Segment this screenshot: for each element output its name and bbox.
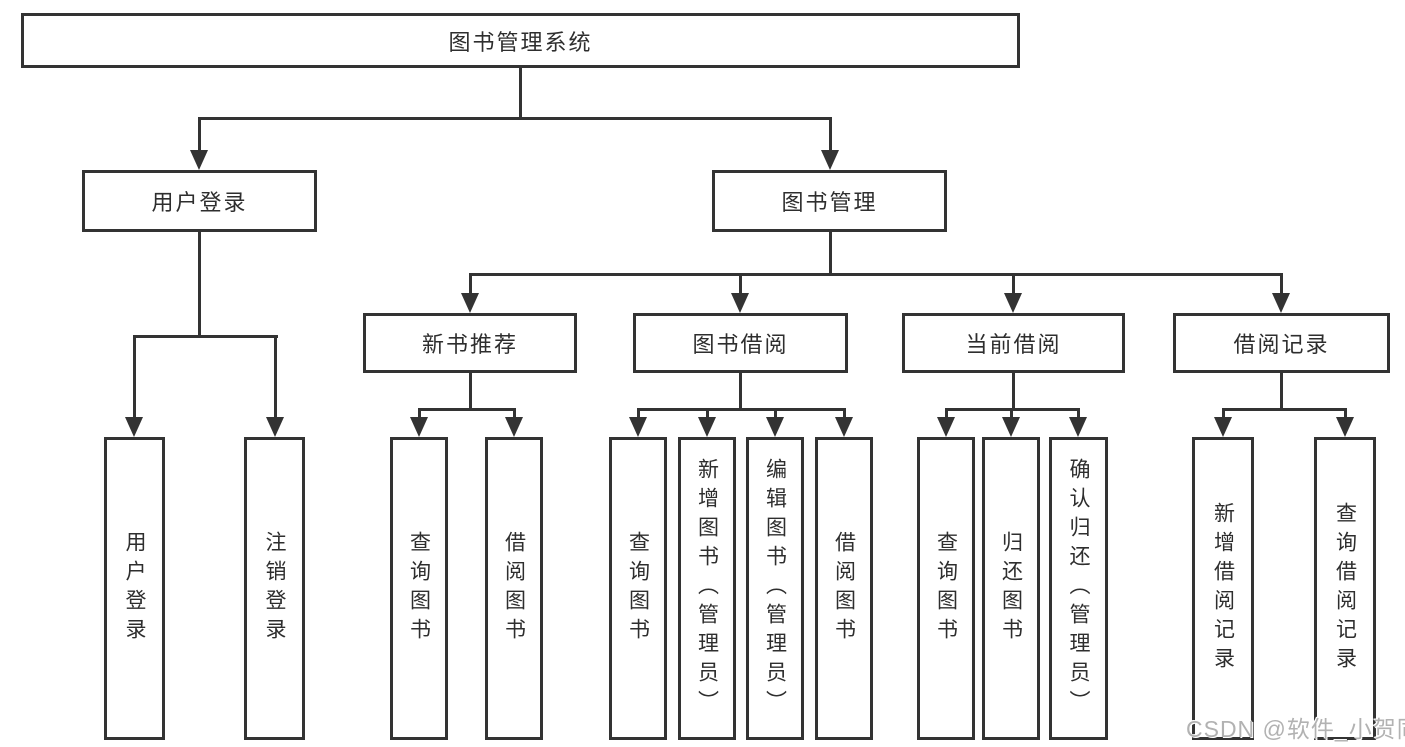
leaf-add-borrow-record: 新增借阅记录 [1192, 437, 1254, 740]
arrowhead-icon [1069, 417, 1087, 437]
arrowhead-icon [1214, 417, 1232, 437]
connector-line [1344, 408, 1347, 417]
connector-line [519, 68, 522, 117]
node-label: 当前借阅 [965, 332, 1062, 357]
csdn-watermark: CSDN @软件_小贺同学 [1186, 716, 1405, 742]
node-label: 查询图书 [934, 530, 958, 647]
node-label: 借阅图书 [832, 530, 856, 647]
connector-line [469, 373, 472, 408]
connector-line [637, 408, 845, 411]
leaf-logout: 注销登录 [244, 437, 305, 740]
leaf-add-book-admin: 新增图书（管理员） [678, 437, 736, 740]
node-label: 借阅记录 [1233, 332, 1330, 357]
connector-line [469, 273, 1282, 276]
node-borrowing-records: 借阅记录 [1173, 313, 1390, 373]
arrowhead-icon [821, 150, 839, 170]
connector-line [418, 408, 515, 411]
leaf-query-books-recommend: 查询图书 [390, 437, 448, 740]
node-label: 归还图书 [999, 530, 1023, 647]
arrowhead-icon [190, 150, 208, 170]
connector-line [829, 117, 832, 150]
connector-line [1280, 373, 1283, 408]
node-label: 查询借阅记录 [1333, 501, 1357, 676]
node-new-book-recommend: 新书推荐 [363, 313, 577, 373]
node-label: 图书管理系统 [448, 29, 593, 55]
leaf-user-login: 用户登录 [104, 437, 165, 740]
arrowhead-icon [125, 417, 143, 437]
arrowhead-icon [1336, 417, 1354, 437]
node-book-management: 图书管理 [712, 170, 947, 232]
connector-line [1222, 408, 1346, 411]
node-label: 编辑图书（管理员） [763, 458, 787, 719]
connector-line [1280, 273, 1283, 293]
arrowhead-icon [731, 293, 749, 313]
arrowhead-icon [410, 417, 428, 437]
connector-line [198, 232, 201, 335]
leaf-borrow-books-recommend: 借阅图书 [485, 437, 543, 740]
leaf-confirm-return-admin: 确认归还（管理员） [1049, 437, 1108, 740]
connector-line [469, 273, 472, 293]
node-label: 新增借阅记录 [1211, 501, 1235, 676]
leaf-edit-book-admin: 编辑图书（管理员） [746, 437, 804, 740]
arrowhead-icon [505, 417, 523, 437]
leaf-query-books-borrow: 查询图书 [609, 437, 667, 740]
arrowhead-icon [1272, 293, 1290, 313]
connector-line [829, 232, 832, 273]
connector-line [774, 408, 777, 417]
arrowhead-icon [1002, 417, 1020, 437]
node-label: 新书推荐 [421, 332, 518, 357]
leaf-query-books-current: 查询图书 [917, 437, 975, 740]
arrowhead-icon [1004, 293, 1022, 313]
node-label: 查询图书 [407, 530, 431, 647]
node-user-login: 用户登录 [82, 170, 317, 232]
node-label: 注销登录 [263, 530, 286, 647]
node-label: 新增图书（管理员） [695, 458, 719, 719]
arrowhead-icon [266, 417, 284, 437]
leaf-query-borrow-record: 查询借阅记录 [1314, 437, 1376, 740]
node-label: 图书管理 [781, 190, 878, 215]
arrowhead-icon [937, 417, 955, 437]
connector-line [739, 273, 742, 293]
connector-line [1012, 273, 1015, 293]
node-library-management-system: 图书管理系统 [21, 13, 1020, 68]
connector-line [198, 117, 201, 150]
leaf-return-books: 归还图书 [982, 437, 1040, 740]
leaf-borrow-books: 借阅图书 [815, 437, 873, 740]
connector-line [1012, 373, 1015, 408]
connector-line [637, 408, 640, 417]
connector-line [274, 335, 277, 417]
connector-line [1010, 408, 1013, 417]
node-label: 图书借阅 [692, 332, 789, 357]
node-label: 用户登录 [151, 190, 248, 215]
node-label: 确认归还（管理员） [1067, 458, 1090, 719]
connector-line [706, 408, 709, 417]
node-current-borrowing: 当前借阅 [902, 313, 1125, 373]
connector-line [945, 408, 948, 417]
connector-line [133, 335, 136, 417]
connector-line [198, 117, 831, 120]
connector-line [513, 408, 516, 417]
arrowhead-icon [766, 417, 784, 437]
node-book-borrowing: 图书借阅 [633, 313, 848, 373]
arrowhead-icon [835, 417, 853, 437]
connector-line [418, 408, 421, 417]
node-label: 借阅图书 [502, 530, 526, 647]
node-label: 查询图书 [626, 530, 650, 647]
arrowhead-icon [461, 293, 479, 313]
node-label: 用户登录 [123, 530, 146, 647]
connector-line [1222, 408, 1225, 417]
arrowhead-icon [629, 417, 647, 437]
connector-line [739, 373, 742, 408]
arrowhead-icon [698, 417, 716, 437]
connector-line [1077, 408, 1080, 417]
connector-line [133, 335, 278, 338]
connector-line [843, 408, 846, 417]
